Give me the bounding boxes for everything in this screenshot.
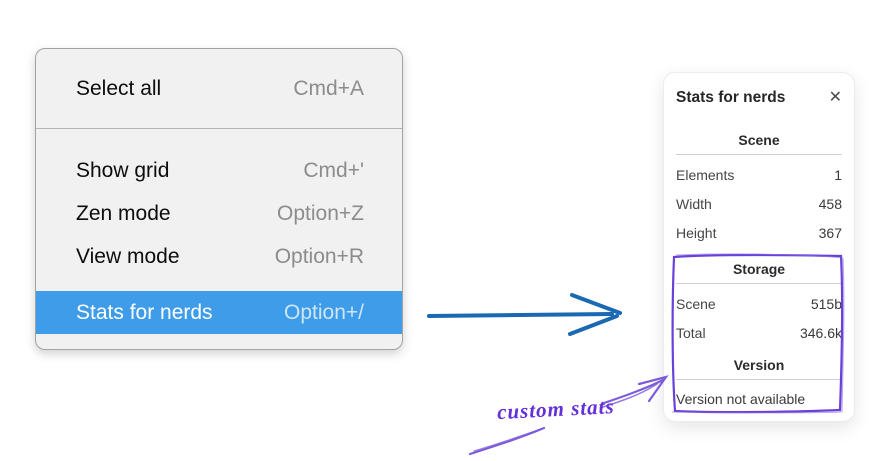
version-note: Version not available [676, 391, 806, 407]
section-rule [676, 154, 842, 155]
menu-item-shortcut: Cmd+A [293, 76, 364, 100]
menu-item-label: Zen mode [76, 201, 171, 225]
stat-row-total-size: Total 346.6k [676, 319, 842, 348]
stat-label: Height [676, 225, 717, 241]
stat-value: 346.6k [799, 325, 842, 341]
menu-item-label: Show grid [76, 158, 170, 182]
section-rule [676, 379, 842, 380]
stat-row-elements: Elements 1 [676, 161, 842, 190]
stat-label: Width [676, 196, 712, 212]
menu-item-stats-for-nerds[interactable]: Stats for nerds Option+/ [36, 291, 402, 334]
stats-panel: Stats for nerds ✕ Scene Elements 1 Width… [663, 72, 855, 422]
stat-label: Scene [676, 296, 716, 312]
menu-item-view-mode[interactable]: View mode Option+R [36, 235, 402, 278]
stat-row-height: Height 367 [676, 219, 842, 248]
menu-item-zen-mode[interactable]: Zen mode Option+Z [36, 192, 402, 235]
context-menu: Select all Cmd+A Show grid Cmd+' Zen mod… [35, 48, 403, 350]
menu-group-bottom: Show grid Cmd+' Zen mode Option+Z View m… [36, 129, 402, 349]
menu-item-show-grid[interactable]: Show grid Cmd+' [36, 149, 402, 192]
menu-group-top: Select all Cmd+A [36, 49, 402, 128]
stats-panel-title: Stats for nerds [676, 89, 786, 106]
menu-item-label: Stats for nerds [76, 300, 213, 324]
stats-panel-header: Stats for nerds ✕ [676, 87, 842, 109]
section-heading-scene: Scene [738, 132, 780, 148]
menu-item-label: View mode [76, 244, 180, 268]
stat-label: Elements [676, 167, 735, 183]
menu-item-shortcut: Option+Z [277, 201, 364, 225]
menu-item-shortcut: Option+/ [284, 300, 364, 324]
menu-item-select-all[interactable]: Select all Cmd+A [36, 67, 402, 110]
stat-row-width: Width 458 [676, 190, 842, 219]
menu-item-label: Select all [76, 76, 162, 100]
section-heading-version: Version [733, 357, 785, 373]
close-icon[interactable]: ✕ [828, 89, 842, 106]
section-heading-storage: Storage [732, 261, 786, 277]
menu-to-panel-arrow [427, 293, 622, 336]
annotation-arrow-secondary [468, 426, 546, 456]
section-rule [676, 283, 842, 284]
menu-item-shortcut: Cmd+' [303, 158, 364, 182]
stat-value: 458 [818, 196, 842, 212]
stat-label: Total [676, 325, 706, 341]
stat-value: 1 [834, 167, 842, 183]
menu-separator [36, 128, 402, 129]
custom-stats-annotation: custom stats [496, 394, 616, 425]
menu-item-shortcut: Option+R [274, 244, 364, 268]
stat-value: 515b [810, 296, 842, 312]
stat-row-scene-size: Scene 515b [676, 290, 842, 319]
stat-value: 367 [818, 225, 842, 241]
